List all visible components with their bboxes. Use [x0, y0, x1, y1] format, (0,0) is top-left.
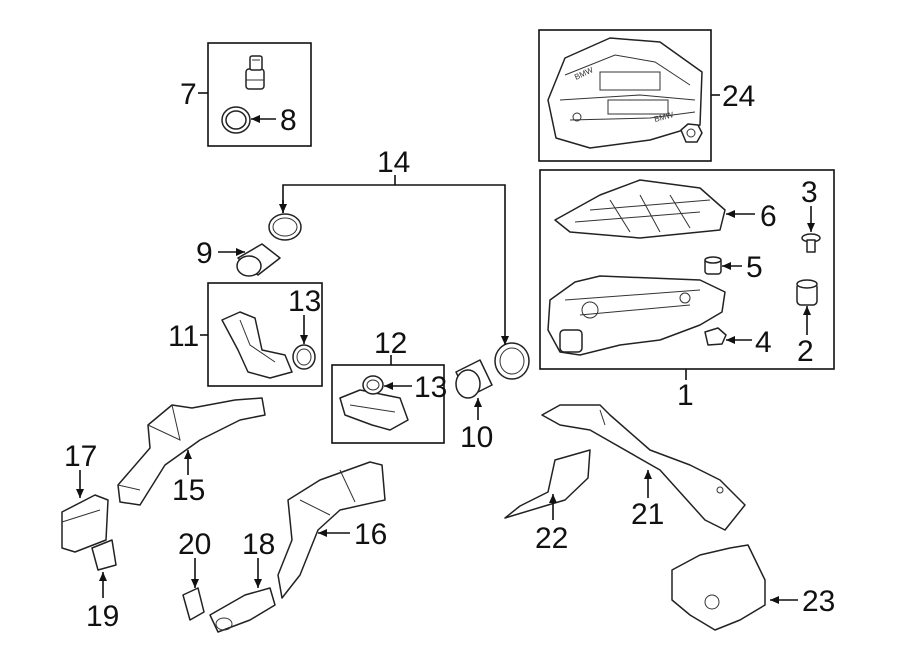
duct-part-17 [61, 494, 109, 553]
callout-12: 12 [374, 327, 407, 360]
callout-4: 4 [755, 326, 772, 359]
callout-3: 3 [801, 176, 818, 209]
sensor-part-7 [245, 55, 265, 90]
callout-2: 2 [797, 335, 814, 368]
bolt-part-3 [801, 233, 821, 253]
seal-part-20 [182, 587, 205, 621]
filter-element-part-6 [554, 179, 726, 239]
intake-duct-part-11 [221, 311, 293, 379]
callout-15: 15 [172, 474, 205, 507]
clamp-part-14-right [494, 342, 530, 380]
callout-13b: 13 [414, 371, 447, 404]
clamp-part-13-a [292, 344, 316, 370]
bracket-part-21 [541, 404, 746, 531]
air-filter-housing-part-1 [547, 275, 726, 356]
callout-21: 21 [631, 498, 664, 531]
callout-6: 6 [760, 200, 777, 233]
air-duct-part-16 [277, 461, 386, 599]
o-ring-part-8 [221, 106, 251, 134]
callout-9: 9 [196, 237, 213, 270]
callout-13a: 13 [288, 285, 321, 318]
callout-20: 20 [178, 528, 211, 561]
callout-10: 10 [460, 421, 493, 454]
callout-24: 24 [722, 80, 755, 113]
callout-23: 23 [802, 585, 835, 618]
duct-part-18 [209, 587, 276, 633]
seal-part-19 [91, 539, 117, 571]
hose-part-9 [236, 243, 281, 277]
leader-14 [282, 184, 509, 345]
callout-17: 17 [64, 440, 97, 473]
callout-11: 11 [168, 320, 199, 353]
box-group-1 [539, 169, 835, 370]
callout-22: 22 [535, 522, 568, 555]
clip-part-4 [704, 327, 727, 346]
clamp-part-13-b [362, 375, 384, 395]
callout-5: 5 [746, 251, 763, 284]
callout-8: 8 [280, 104, 297, 137]
callout-7: 7 [180, 78, 197, 111]
grommet-part-2 [796, 279, 818, 306]
hose-part-10 [455, 359, 493, 399]
clamp-part-14-left [268, 213, 302, 241]
callout-1: 1 [677, 379, 694, 412]
bracket-part-22 [504, 449, 591, 519]
callout-16: 16 [354, 518, 387, 551]
box-group-12 [331, 364, 445, 444]
callout-19: 19 [86, 600, 119, 633]
heat-shield-part-23 [671, 544, 766, 631]
intake-hose-part-12 [339, 389, 409, 431]
air-duct-part-15 [117, 397, 266, 506]
callout-18: 18 [242, 528, 275, 561]
box-group-7 [207, 42, 312, 147]
callout-14: 14 [377, 146, 410, 179]
nut-part-5 [704, 256, 722, 275]
cover-nut [680, 123, 703, 143]
engine-cover-part-24: BMW BMW [547, 37, 703, 149]
